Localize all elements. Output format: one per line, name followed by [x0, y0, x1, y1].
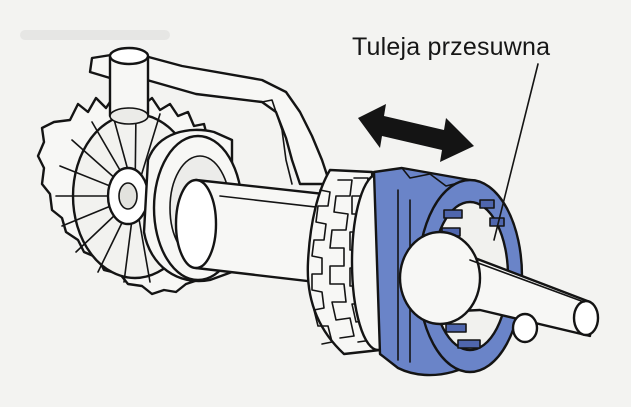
output-shaft [398, 230, 600, 344]
movement-arrow [358, 104, 474, 162]
label-leader-line [493, 63, 539, 241]
sliding-sleeve-label: Tuleja przesuwna [352, 33, 551, 61]
shift-fork [88, 46, 332, 186]
